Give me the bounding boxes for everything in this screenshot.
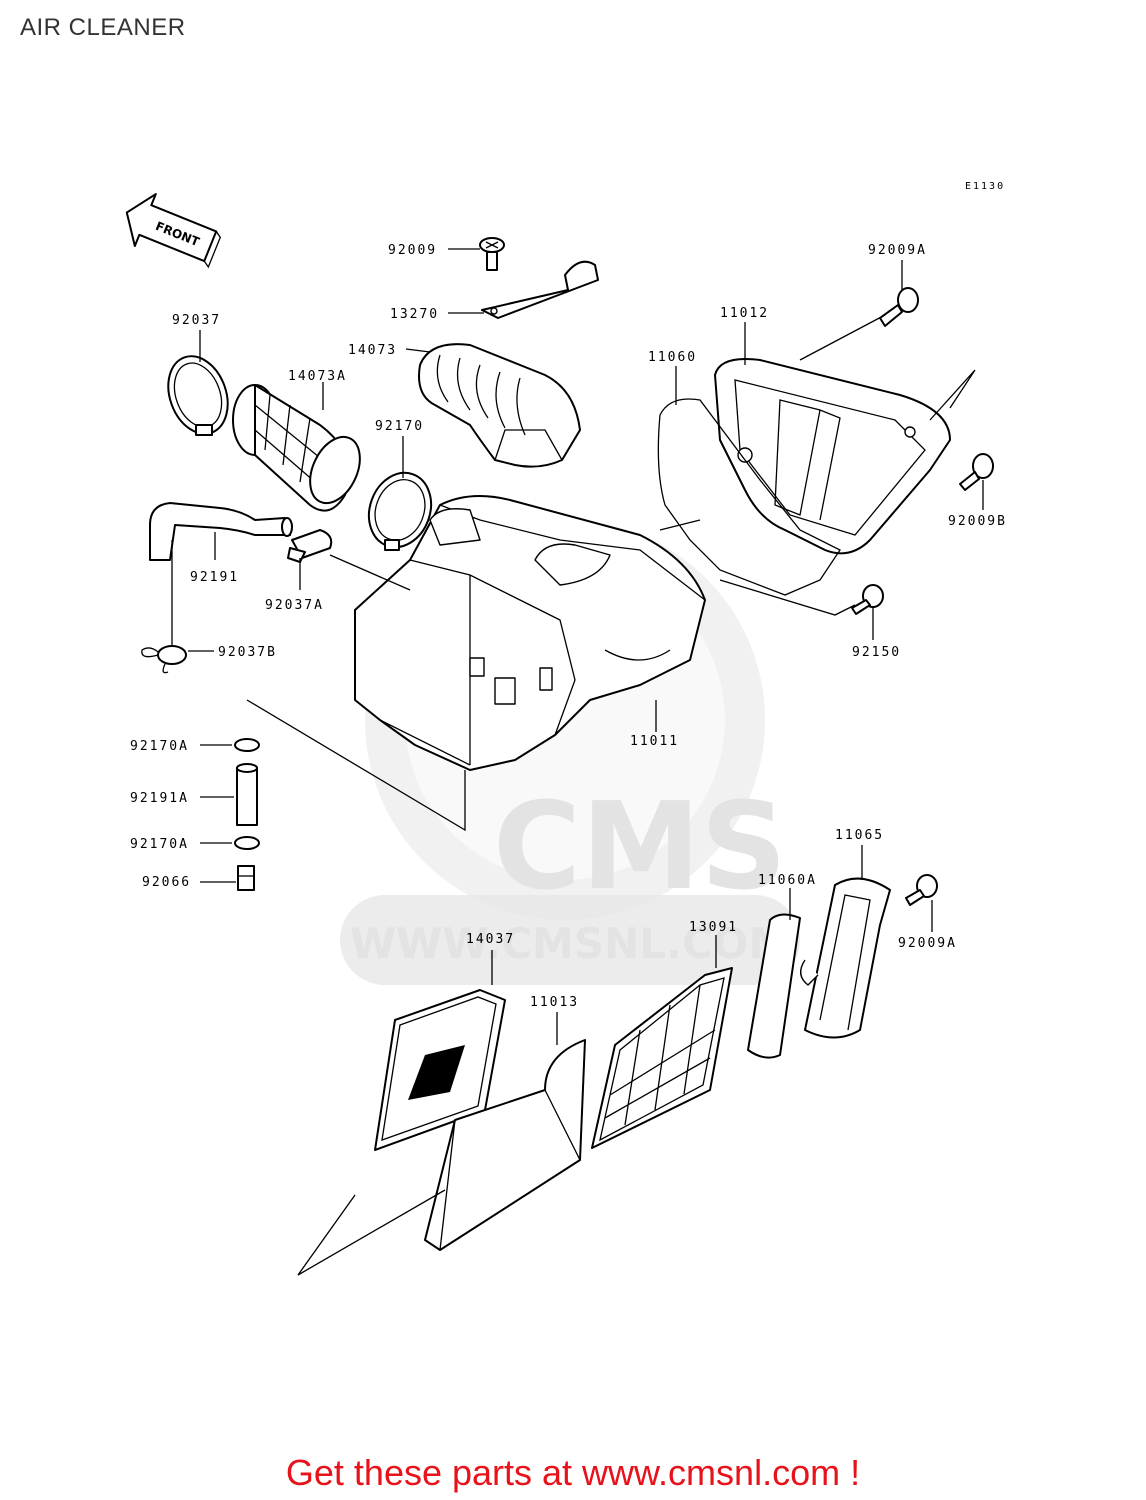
part-label-92037B: 92037B xyxy=(218,645,277,660)
part-label-11060A: 11060A xyxy=(758,873,817,888)
frame-14037 xyxy=(374,989,506,1151)
duct-14073 xyxy=(418,343,581,468)
part-label-92150: 92150 xyxy=(852,645,901,660)
part-label-92009: 92009 xyxy=(388,243,437,258)
part-label-92191: 92191 xyxy=(190,570,239,585)
front-arrow: FRONT xyxy=(125,193,222,269)
screen-13091 xyxy=(591,967,733,1149)
part-label-92009A: 92009A xyxy=(868,243,927,258)
watermark-logo: CMS xyxy=(493,778,787,917)
page-title: AIR CLEANER xyxy=(20,14,186,41)
ring-92170A-top xyxy=(234,738,260,752)
part-label-13091: 13091 xyxy=(689,920,738,935)
part-label-11012: 11012 xyxy=(720,306,769,321)
cta-link[interactable]: Get these parts at www.cmsnl.com ! xyxy=(285,1452,861,1493)
leader-lines xyxy=(171,248,984,1276)
cover-11012 xyxy=(714,358,951,555)
part-labels: 92009 13270 14073 14073A 92037 92170 921… xyxy=(130,243,1007,1010)
watermark-banner xyxy=(340,895,800,985)
part-label-14037: 14037 xyxy=(466,932,515,947)
clamp-92037 xyxy=(167,355,229,436)
part-label-11065: 11065 xyxy=(835,828,884,843)
part-label-92037A: 92037A xyxy=(265,598,324,613)
clamp-92170 xyxy=(367,471,433,551)
diagram-code: E1130 xyxy=(965,181,1005,192)
screen-14073A xyxy=(232,384,361,512)
clip-92037A xyxy=(287,529,333,563)
plug-92066 xyxy=(237,865,255,891)
part-label-14073A: 14073A xyxy=(288,369,347,384)
screw-92009B xyxy=(959,453,994,491)
part-label-92191A: 92191A xyxy=(130,791,189,806)
watermark-url: WWW.CMSNL.COM xyxy=(350,919,791,968)
bracket-13270 xyxy=(481,260,599,319)
part-label-11011: 11011 xyxy=(630,734,679,749)
part-label-92170A-top: 92170A xyxy=(130,739,189,754)
part-label-92009B: 92009B xyxy=(948,514,1007,529)
screw-92150 xyxy=(851,584,884,615)
ring-92170A-bottom xyxy=(234,836,260,850)
screw-92009 xyxy=(479,237,505,271)
part-label-13270: 13270 xyxy=(390,307,439,322)
part-label-92170: 92170 xyxy=(375,419,424,434)
part-label-92037: 92037 xyxy=(172,313,221,328)
gasket-11060A xyxy=(747,913,801,1059)
tube-92191A xyxy=(236,763,258,826)
holder-11065 xyxy=(800,877,891,1039)
screw-92009A xyxy=(879,287,919,327)
part-label-92170A-bottom: 92170A xyxy=(130,837,189,852)
part-label-11013: 11013 xyxy=(530,995,579,1010)
part-label-14073: 14073 xyxy=(348,343,397,358)
element-11013 xyxy=(424,1039,586,1251)
screw-92009A-bottom xyxy=(905,874,938,906)
part-label-11060: 11060 xyxy=(648,350,697,365)
part-label-92066: 92066 xyxy=(142,875,191,890)
clip-92037B xyxy=(141,645,187,674)
part-label-92009A-bottom: 92009A xyxy=(898,936,957,951)
airbox-11011 xyxy=(354,495,706,771)
hose-92191 xyxy=(149,502,293,561)
